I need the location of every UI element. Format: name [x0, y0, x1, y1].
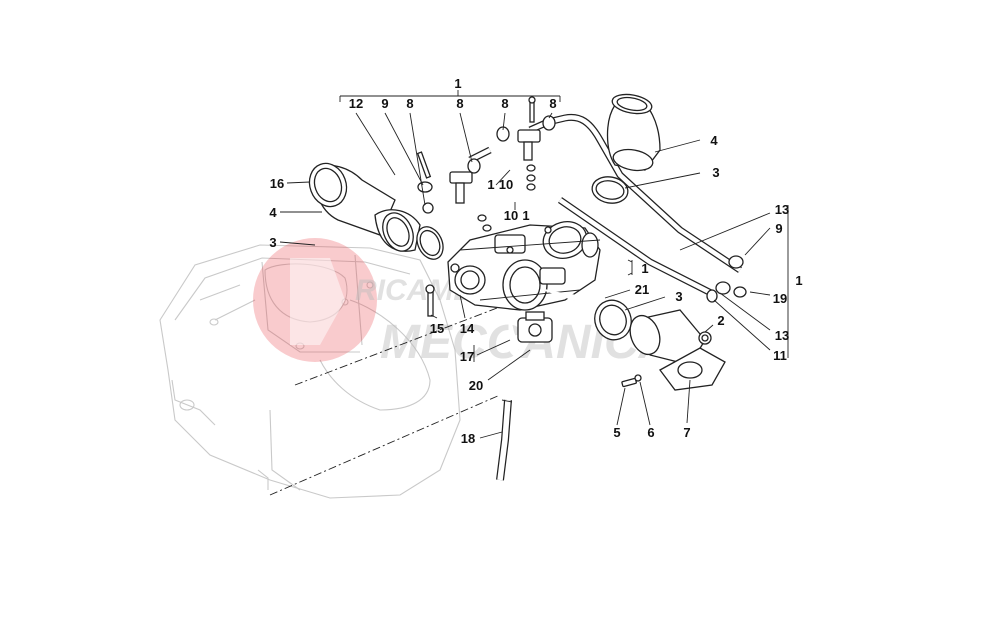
- callout-8-b: 8: [456, 96, 463, 111]
- callout-7: 7: [683, 425, 690, 440]
- callout-6: 6: [647, 425, 654, 440]
- hose-clamps: [417, 115, 747, 303]
- callout-11: 11: [773, 348, 787, 363]
- callout-13-top: 13: [775, 202, 789, 217]
- callout-1-10b: 1: [522, 208, 529, 223]
- callout-18: 18: [461, 431, 475, 446]
- left-intake-boot: [308, 162, 444, 260]
- callout-1-mid: 1: [641, 261, 648, 276]
- callout-9-right: 9: [775, 221, 782, 236]
- callout-4-right: 4: [710, 133, 718, 148]
- callout-3-mid: 3: [675, 289, 682, 304]
- callout-19: 19: [773, 291, 787, 306]
- assembly-axis-line: [269, 394, 501, 496]
- callout-8-c: 8: [501, 96, 508, 111]
- callout-4-left: 4: [269, 205, 277, 220]
- screw-15: [425, 284, 435, 317]
- callout-labels: 1 12 9 8 8 8 8 4 3 16 4 3 1 10 10 1 13 9…: [269, 76, 802, 446]
- throttle-body: [447, 221, 601, 311]
- callout-1-10a: 1: [487, 177, 494, 192]
- callout-8-d: 8: [549, 96, 556, 111]
- callout-17: 17: [460, 349, 474, 364]
- intake-manifold: [594, 299, 726, 391]
- callout-13-bottom: 13: [775, 328, 789, 343]
- callout-1-right: 1: [795, 273, 802, 288]
- callout-20: 20: [469, 378, 483, 393]
- callout-2: 2: [717, 313, 724, 328]
- callout-1-top: 1: [454, 76, 461, 91]
- callout-5: 5: [613, 425, 620, 440]
- t-fittings: [416, 96, 541, 204]
- callout-14: 14: [460, 321, 475, 336]
- hose-18: [496, 399, 513, 481]
- callout-10-a: 10: [499, 177, 513, 192]
- leader-lines: [279, 90, 789, 439]
- callout-15: 15: [430, 321, 444, 336]
- callout-9-top: 9: [381, 96, 388, 111]
- callout-10-b: 10: [504, 208, 518, 223]
- callout-3-left: 3: [269, 235, 276, 250]
- callout-12: 12: [349, 96, 363, 111]
- airbox-ghost: [159, 244, 461, 499]
- callout-16: 16: [270, 176, 284, 191]
- callout-8-a: 8: [406, 96, 413, 111]
- callout-3-right: 3: [712, 165, 719, 180]
- throttle-sensor: [508, 289, 610, 358]
- right-intake-boot: [591, 93, 661, 204]
- assembly-axis-line-2: [294, 304, 506, 386]
- callout-21: 21: [635, 282, 649, 297]
